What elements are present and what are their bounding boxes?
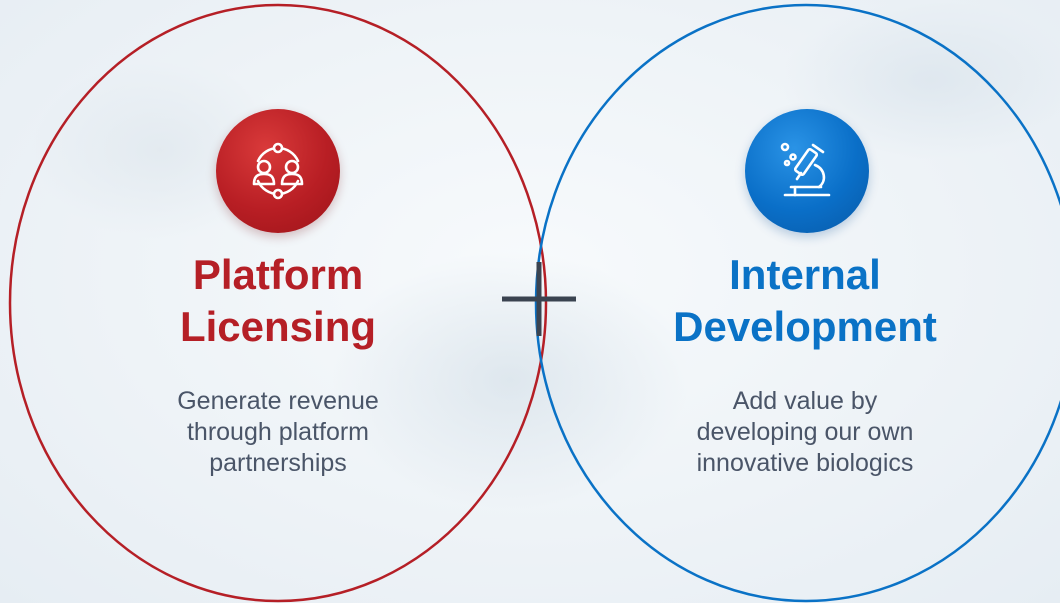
- title-line: Development: [673, 303, 937, 350]
- title-line: Platform: [192, 251, 364, 298]
- microscope-icon: [780, 142, 831, 197]
- background-blur: [330, 250, 690, 510]
- partnership-icon-badge: [216, 109, 340, 233]
- description-line: Add value by: [732, 387, 878, 415]
- right-circle-title: Internal Development: [605, 249, 1005, 353]
- left-circle-outline: [8, 3, 548, 603]
- right-circle-outline: [534, 3, 1060, 603]
- description-line: partnerships: [209, 449, 347, 477]
- right-circle-description: Add value by developing our own innovati…: [655, 386, 955, 479]
- title-line: Licensing: [179, 303, 377, 350]
- description-line: through platform: [186, 418, 370, 446]
- partnership-icon: [252, 142, 304, 200]
- left-circle-title: Platform Licensing: [128, 249, 428, 353]
- left-circle-description: Generate revenue through platform partne…: [128, 386, 428, 479]
- description-line: developing our own: [696, 418, 914, 446]
- description-line: Generate revenue: [177, 387, 379, 415]
- plus-icon: [502, 262, 576, 336]
- title-line: Internal: [729, 251, 881, 298]
- microscope-icon-badge: [745, 109, 869, 233]
- description-line: innovative biologics: [696, 449, 914, 477]
